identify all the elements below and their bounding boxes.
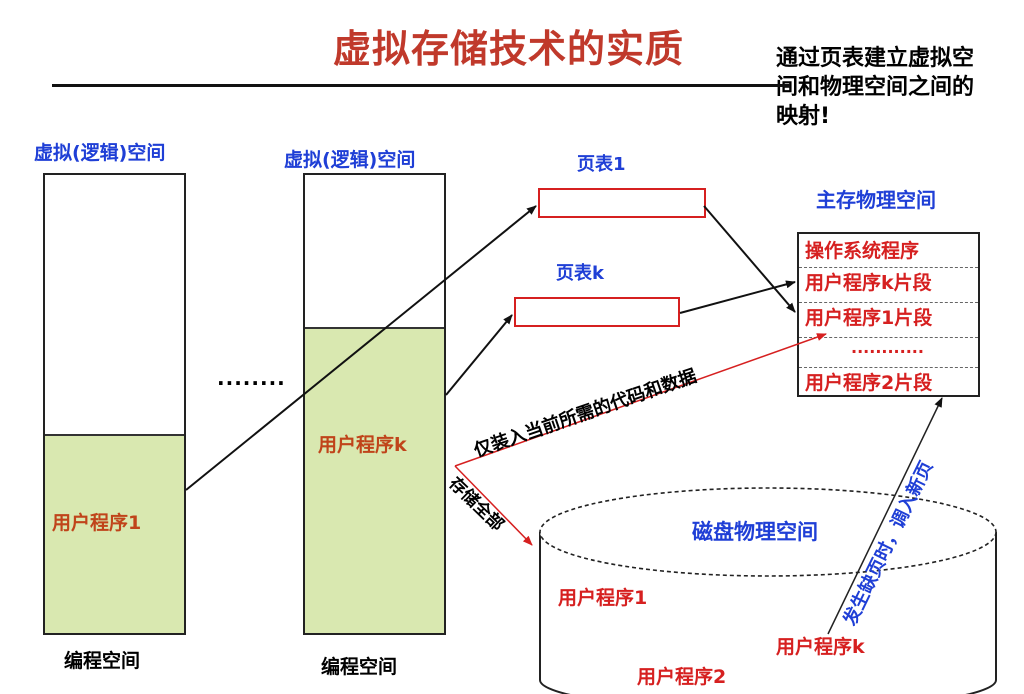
disk-program-1: 用户程序1 [558, 587, 648, 609]
arrow-pagetablek-to-memory [679, 280, 796, 314]
page-table-k-label: 页表k [556, 263, 604, 284]
main-memory-box: 操作系统程序 用户程序k片段 用户程序1片段 ............ 用户程序… [797, 232, 980, 397]
arrow-store-all [454, 465, 533, 546]
user-program-k-region [305, 327, 444, 633]
page-table-k-box [514, 297, 680, 327]
virtual-space-column-2 [303, 173, 446, 635]
slide-title: 虚拟存储技术的实质 [333, 27, 685, 71]
arrow-programk-to-pagetablek [445, 314, 513, 396]
user-program-1-label: 用户程序1 [52, 512, 142, 534]
programming-space-label-1: 编程空间 [64, 650, 141, 672]
disk-cylinder [539, 487, 997, 694]
virtual-space-label-1: 虚拟(逻辑)空间 [34, 142, 166, 164]
disk-program-2: 用户程序2 [637, 666, 727, 688]
arrow-load-current [454, 333, 827, 467]
arrow-page-fault [827, 397, 943, 635]
virtual-space-column-1 [43, 173, 186, 635]
disk-program-k: 用户程序k [776, 636, 865, 658]
memory-row-os: 操作系统程序 [805, 240, 920, 262]
page-table-1-label: 页表1 [577, 154, 626, 175]
ellipsis-between-spaces: ........ [217, 366, 286, 390]
user-program-1-region [45, 434, 184, 633]
programming-space-label-2: 编程空间 [321, 656, 398, 678]
arrow-pagetable1-to-memory [703, 205, 796, 313]
side-note: 通过页表建立虚拟空间和物理空间之间的映射! [776, 46, 975, 129]
memory-row-program-k: 用户程序k片段 [799, 267, 978, 295]
memory-row-ellipsis: ............ [799, 337, 978, 357]
arrow-program1-to-pagetable1 [185, 205, 537, 491]
memory-row-program-2: 用户程序2片段 [799, 367, 978, 395]
main-memory-title: 主存物理空间 [816, 188, 936, 212]
user-program-k-label: 用户程序k [318, 434, 407, 456]
page-table-1-box [538, 188, 706, 218]
memory-row-program-1: 用户程序1片段 [799, 302, 978, 330]
disk-title: 磁盘物理空间 [692, 520, 818, 544]
title-divider [52, 84, 790, 87]
virtual-space-label-2: 虚拟(逻辑)空间 [284, 149, 416, 171]
